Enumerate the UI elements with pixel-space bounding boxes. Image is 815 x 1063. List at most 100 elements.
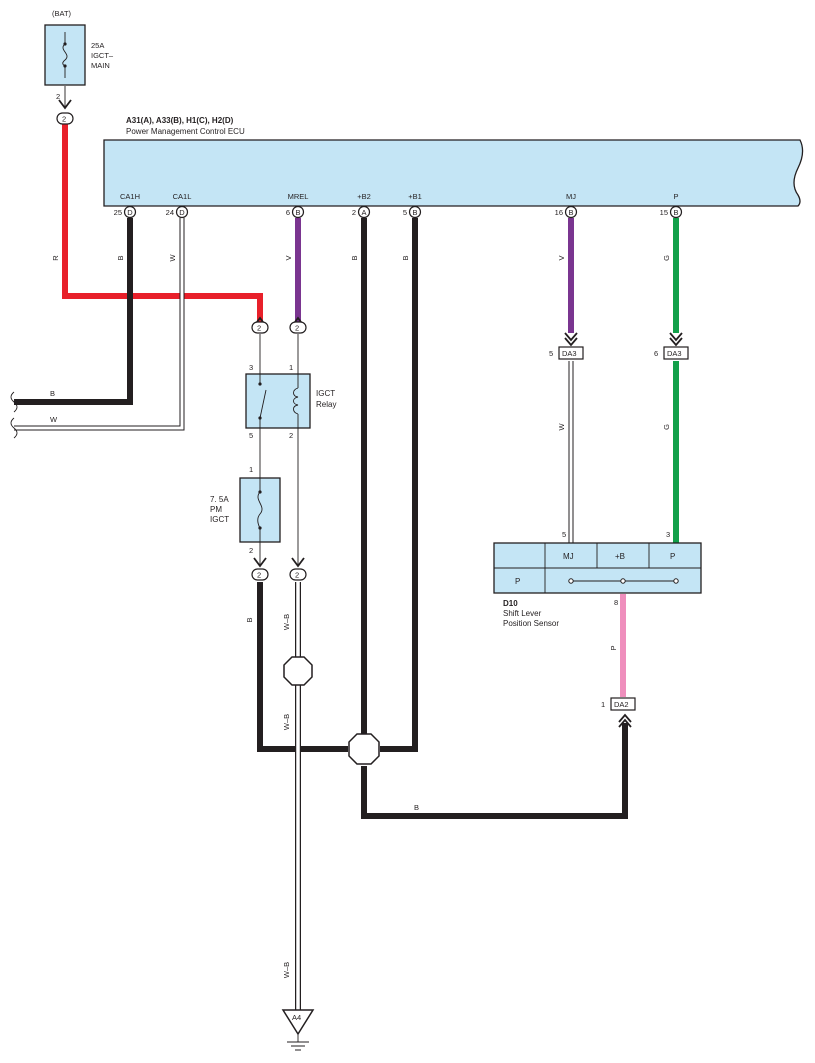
- wire-color-label: W: [50, 415, 58, 424]
- wire-black-b1: [380, 218, 418, 752]
- chevron-down-icon: [253, 557, 267, 568]
- double-chevron-up-icon: [618, 713, 632, 728]
- ecu-terminal-label: +B1: [408, 192, 422, 201]
- main-fuse: (BAT) 25A IGCT– MAIN 2 2: [44, 9, 114, 125]
- da3-right-pin: 6: [654, 349, 658, 358]
- wire-color-label: G: [662, 255, 671, 261]
- wire-color-label: R: [51, 255, 60, 261]
- ecu-codes: A31(A), A33(B), H1(C), H2(D): [126, 116, 234, 125]
- ecu-terminal-circle: [408, 205, 422, 219]
- sensor-name-1: Shift Lever: [503, 609, 542, 618]
- ground-icon: [287, 1034, 309, 1051]
- ecu-terminal-circle: [669, 205, 683, 219]
- ground-label: A4: [292, 1013, 301, 1022]
- ecu: A31(A), A33(B), H1(C), H2(D) Power Manag…: [103, 116, 804, 219]
- ecu-terminal-conn: D: [179, 208, 185, 217]
- wire-color-label: V: [284, 255, 293, 260]
- ecu-terminal-pin: 24: [166, 208, 174, 217]
- wire-color-label: W–B: [282, 962, 291, 978]
- fuse-pin: 2: [56, 92, 60, 101]
- wire-color-label: B: [116, 255, 125, 260]
- fuse-rating: 25A: [91, 41, 104, 50]
- sensor-name-2: Position Sensor: [503, 619, 559, 628]
- relay-outputs: 2 2: [251, 557, 307, 581]
- pm-fuse-name-1: PM: [210, 505, 222, 514]
- sensor-pin-p: 3: [666, 530, 670, 539]
- splice-b: [348, 733, 380, 765]
- relay-name-1: IGCT: [316, 389, 335, 398]
- ecu-terminal-conn: B: [568, 208, 573, 217]
- ecu-terminal-label: CA1H: [120, 192, 140, 201]
- sensor-header-b: +B: [615, 552, 625, 561]
- wire-color-label: B: [401, 255, 410, 260]
- da3-connectors: DA3 5 DA3 6: [549, 332, 689, 360]
- wire-color-label: P: [609, 645, 618, 650]
- wire-color-label: W–B: [282, 614, 291, 630]
- relay-inputs: 2 2: [251, 316, 307, 334]
- ecu-terminal-pin: 6: [286, 208, 290, 217]
- ecu-terminal-circle: [175, 205, 189, 219]
- relay-pin-tr: 1: [289, 363, 293, 372]
- chevron-down-icon: [291, 557, 305, 568]
- sensor-pin-mj: 5: [562, 530, 566, 539]
- ecu-terminal-pin: 15: [660, 208, 668, 217]
- wire-color-label: B: [414, 803, 419, 812]
- ecu-terminal-conn: B: [295, 208, 300, 217]
- sensor-header-p: P: [670, 552, 675, 561]
- wire-color-label: W: [168, 254, 177, 262]
- fuse-name-1: IGCT–: [91, 51, 114, 60]
- wire-color-label: W: [557, 423, 566, 431]
- wire-color-label: B: [245, 617, 254, 622]
- pm-fuse-rating: 7. 5A: [210, 495, 229, 504]
- ground-triangle: [281, 1009, 315, 1036]
- wire-white-ca1l-outline: [14, 218, 185, 431]
- sensor-header-mj: MJ: [563, 552, 574, 561]
- fuse-source: (BAT): [52, 9, 72, 18]
- ecu-name: Power Management Control ECU: [126, 127, 245, 136]
- pm-fuse-pin-bottom: 2: [249, 546, 253, 555]
- double-chevron-down-icon: [564, 332, 578, 347]
- wire-color-label: B: [50, 389, 55, 398]
- igct-relay: 3 1 IGCT Relay 5 2: [245, 363, 336, 440]
- ecu-terminal-label: P: [673, 192, 678, 201]
- ecu-terminal-conn: A: [361, 208, 366, 217]
- junction-out-2: 2: [295, 571, 299, 580]
- wire-color-label: V: [557, 255, 566, 260]
- wire-black-ca1h: [14, 218, 133, 405]
- ecu-terminal-circle: [357, 205, 371, 219]
- relay-pin-bl: 5: [249, 431, 253, 440]
- fuse-connector: 2: [62, 115, 66, 124]
- wires: [14, 86, 679, 1010]
- ecu-terminal-label: MJ: [566, 192, 576, 201]
- ecu-terminal-pin: 2: [352, 208, 356, 217]
- ecu-terminal-circle: [564, 205, 578, 219]
- da3-left-conn: DA3: [562, 349, 577, 358]
- da2-connector: DA2 1: [601, 697, 636, 728]
- ground: A4: [281, 1009, 315, 1051]
- ecu-terminal-conn: B: [673, 208, 678, 217]
- relay-pin-br: 2: [289, 431, 293, 440]
- fuse-name-2: MAIN: [91, 61, 110, 70]
- da2-conn: DA2: [614, 700, 629, 709]
- pm-fuse-pin-top: 1: [249, 465, 253, 474]
- da2-pin: 1: [601, 700, 605, 709]
- da3-left-pin: 5: [549, 349, 553, 358]
- chevron-down-icon: [58, 99, 72, 110]
- sensor-pin-b: 8: [614, 598, 618, 607]
- wire-red: [62, 124, 263, 322]
- ecu-terminal-conn: B: [412, 208, 417, 217]
- wire-color-label: W–B: [282, 714, 291, 730]
- wire-white-ca1l: [14, 218, 184, 430]
- wire-break-mark: [10, 391, 18, 439]
- ecu-terminal-pin: 16: [555, 208, 563, 217]
- ecu-terminal-label: MREL: [288, 192, 309, 201]
- sensor-code: D10: [503, 599, 518, 608]
- ecu-terminal-circle: [123, 205, 137, 219]
- wire-black-pm: [257, 582, 348, 752]
- shift-lever-sensor: 5 3 MJ +B P P 8 D10 Shift Lever Position…: [493, 530, 702, 628]
- double-chevron-down-icon: [669, 332, 683, 347]
- ecu-terminal-pin: 5: [403, 208, 407, 217]
